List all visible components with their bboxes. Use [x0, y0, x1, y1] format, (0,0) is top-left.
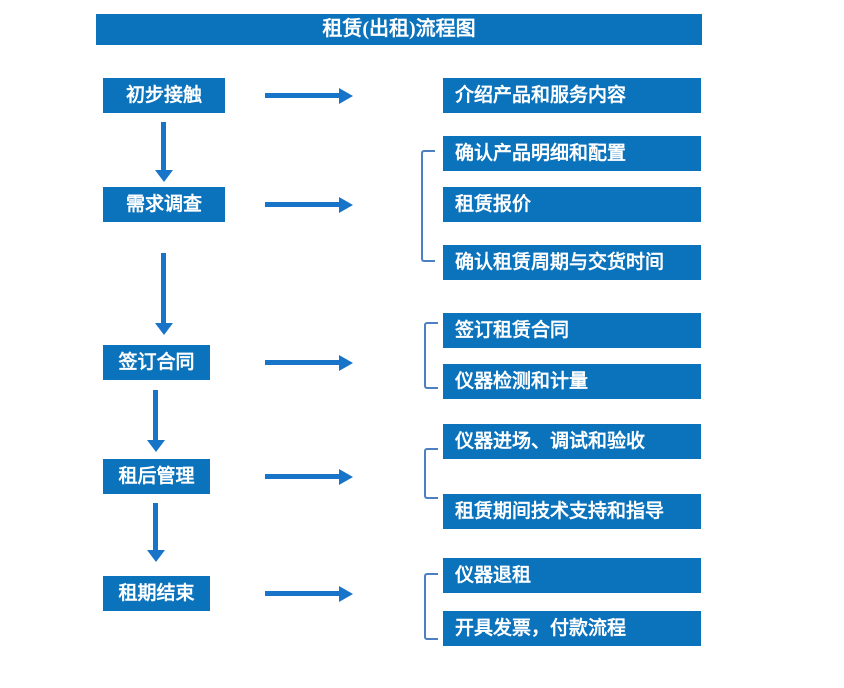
group-bracket-icon	[424, 573, 438, 640]
output-box-instrument-return: 仪器退租	[443, 558, 701, 593]
page-title: 租赁(出租)流程图	[322, 18, 476, 40]
arrow-shaft	[161, 253, 166, 324]
arrow-shaft	[265, 591, 340, 596]
title-bar: 租赁(出租)流程图	[96, 14, 702, 45]
right-arrow-icon	[265, 469, 353, 485]
group-bracket-icon	[421, 150, 435, 262]
arrow-head	[339, 469, 353, 485]
arrow-shaft	[153, 390, 158, 441]
arrow-head	[147, 550, 165, 562]
down-arrow-icon	[147, 390, 165, 452]
arrow-shaft	[265, 202, 340, 207]
arrow-head	[155, 170, 173, 182]
arrow-head	[339, 586, 353, 602]
right-arrow-icon	[265, 88, 353, 104]
down-arrow-icon	[147, 503, 165, 562]
output-box-invoice-payment-process: 开具发票，付款流程	[443, 611, 701, 646]
output-box-confirm-rental-period-delivery: 确认租赁周期与交货时间	[443, 245, 701, 280]
output-box-rental-quote: 租赁报价	[443, 187, 701, 222]
right-arrow-icon	[265, 586, 353, 602]
arrow-head	[147, 440, 165, 452]
down-arrow-icon	[155, 122, 173, 182]
arrow-head	[155, 323, 173, 335]
arrow-head	[339, 88, 353, 104]
arrow-head	[339, 355, 353, 371]
arrow-head	[339, 197, 353, 213]
output-box-technical-support-guidance: 租赁期间技术支持和指导	[443, 494, 701, 529]
stage-box-rental-end: 租期结束	[103, 576, 210, 611]
stage-box-initial-contact: 初步接触	[103, 78, 225, 113]
arrow-shaft	[153, 503, 158, 551]
output-box-instrument-testing-metering: 仪器检测和计量	[443, 364, 701, 399]
group-bracket-icon	[424, 322, 438, 389]
stage-box-demand-survey: 需求调查	[103, 187, 225, 222]
stage-box-post-rental-management: 租后管理	[103, 459, 210, 494]
arrow-shaft	[265, 93, 340, 98]
stage-box-sign-contract: 签订合同	[103, 345, 210, 380]
output-box-instrument-entry-debug-acceptance: 仪器进场、调试和验收	[443, 424, 701, 459]
arrow-shaft	[265, 360, 340, 365]
arrow-shaft	[265, 474, 340, 479]
output-box-confirm-product-details: 确认产品明细和配置	[443, 136, 701, 171]
down-arrow-icon	[155, 253, 173, 335]
right-arrow-icon	[265, 355, 353, 371]
right-arrow-icon	[265, 197, 353, 213]
output-box-introduce-products-services: 介绍产品和服务内容	[443, 78, 701, 113]
output-box-sign-rental-contract: 签订租赁合同	[443, 313, 701, 348]
arrow-shaft	[161, 122, 166, 171]
group-bracket-icon	[424, 448, 438, 499]
